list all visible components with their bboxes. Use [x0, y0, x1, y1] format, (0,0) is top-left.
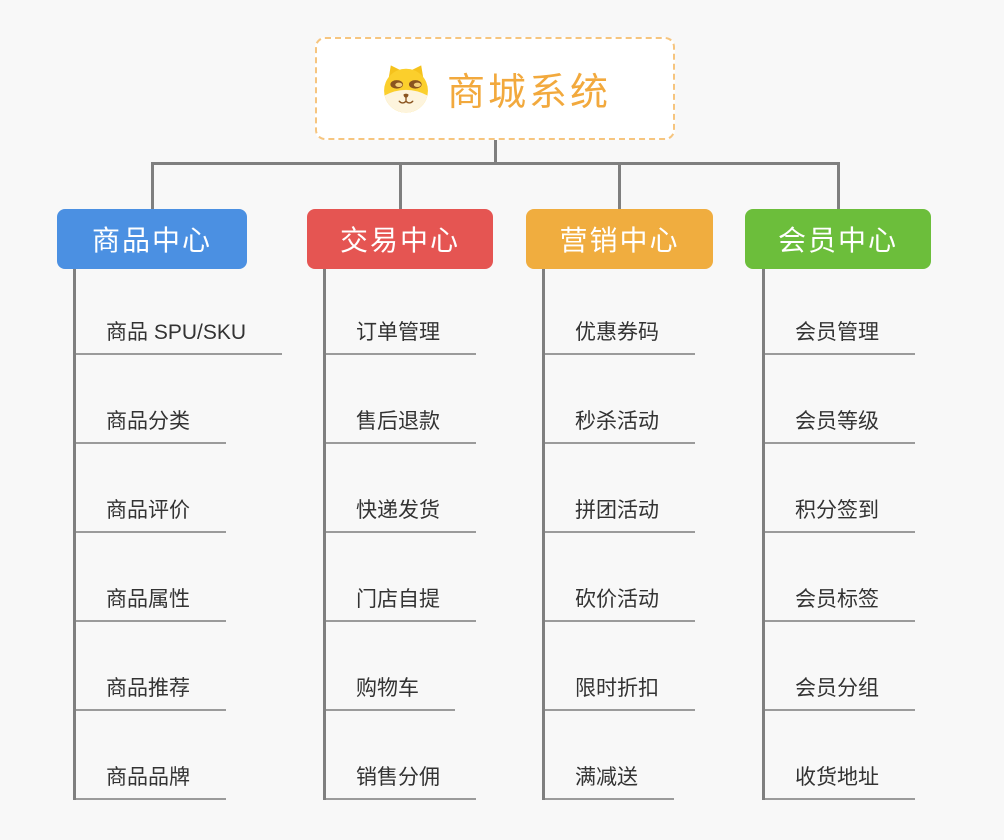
- leaf-node[interactable]: 满减送: [545, 758, 674, 800]
- branch-dropper-line-4: [836, 162, 840, 209]
- leaf-node[interactable]: 会员标签: [765, 580, 915, 622]
- shiba-dog-icon: [379, 62, 433, 116]
- branch-node-product-center[interactable]: 商品中心: [57, 209, 247, 269]
- branch-dropper-line-3: [618, 162, 621, 209]
- root-connector-line: [493, 140, 497, 165]
- leaf-node[interactable]: 拼团活动: [545, 491, 695, 533]
- leaf-node[interactable]: 销售分佣: [326, 758, 476, 800]
- leaf-node[interactable]: 秒杀活动: [545, 402, 695, 444]
- root-node[interactable]: 商城系统: [315, 37, 675, 140]
- branch-column-product: 商品 SPU/SKU 商品分类 商品评价 商品属性 商品推荐 商品品牌: [73, 269, 306, 800]
- leaf-node[interactable]: 限时折扣: [545, 669, 695, 711]
- branch-column-trade: 订单管理 售后退款 快递发货 门店自提 购物车 销售分佣: [323, 269, 556, 800]
- leaf-node[interactable]: 门店自提: [326, 580, 476, 622]
- leaf-node[interactable]: 会员分组: [765, 669, 915, 711]
- leaf-node[interactable]: 商品品牌: [76, 758, 226, 800]
- branch-node-trade-center[interactable]: 交易中心: [307, 209, 493, 269]
- branch-dropper-line-2: [398, 162, 402, 209]
- leaf-node[interactable]: 商品属性: [76, 580, 226, 622]
- leaf-node[interactable]: 会员等级: [765, 402, 915, 444]
- branch-label: 营销中心: [559, 225, 680, 256]
- branch-column-member: 会员管理 会员等级 积分签到 会员标签 会员分组 收货地址: [762, 269, 995, 800]
- leaf-node[interactable]: 砍价活动: [545, 580, 695, 622]
- branch-node-marketing-center[interactable]: 营销中心: [526, 209, 713, 269]
- leaf-node[interactable]: 商品推荐: [76, 669, 226, 711]
- branch-dropper-line-1: [150, 162, 154, 209]
- leaf-node[interactable]: 购物车: [326, 669, 455, 711]
- leaf-node[interactable]: 订单管理: [326, 313, 476, 355]
- branch-node-member-center[interactable]: 会员中心: [745, 209, 931, 269]
- leaf-node[interactable]: 积分签到: [765, 491, 915, 533]
- branch-column-marketing: 优惠券码 秒杀活动 拼团活动 砍价活动 限时折扣 满减送: [542, 269, 775, 800]
- root-title: 商城系统: [446, 72, 611, 114]
- leaf-node[interactable]: 优惠券码: [545, 313, 695, 355]
- leaf-node[interactable]: 商品分类: [76, 402, 226, 444]
- branch-label: 会员中心: [777, 225, 898, 256]
- leaf-node[interactable]: 商品 SPU/SKU: [76, 313, 283, 355]
- leaf-node[interactable]: 商品评价: [76, 491, 226, 533]
- branch-bus-line: [150, 162, 840, 165]
- leaf-node[interactable]: 快递发货: [326, 491, 476, 533]
- leaf-node[interactable]: 售后退款: [326, 402, 476, 444]
- leaf-node[interactable]: 会员管理: [765, 313, 915, 355]
- leaf-node[interactable]: 收货地址: [765, 758, 915, 800]
- branch-label: 商品中心: [91, 225, 212, 256]
- branch-label: 交易中心: [339, 225, 460, 256]
